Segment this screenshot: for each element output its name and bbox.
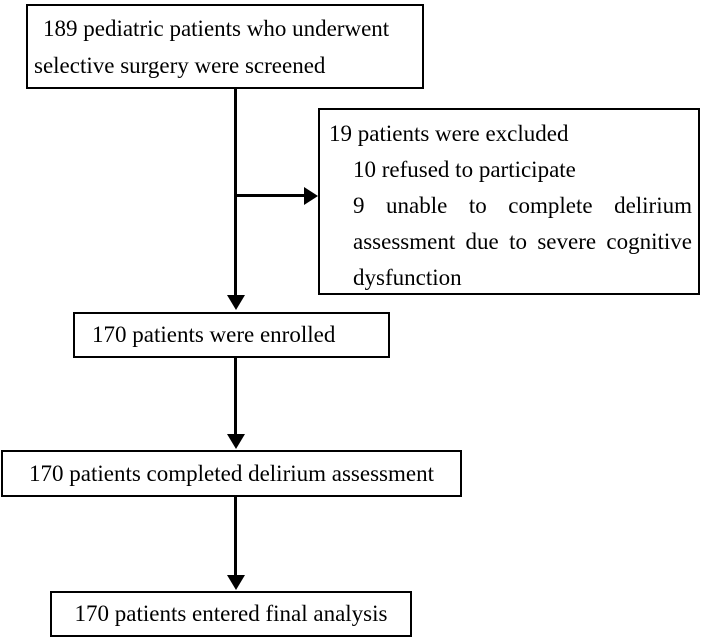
box-excluded-reason-refused: 10 refused to participate	[353, 157, 576, 182]
arrow-shaft	[234, 497, 237, 576]
box-excluded-title: 19 patients were excluded	[329, 121, 569, 146]
box-completed: 170 patients completed delirium assessme…	[1, 450, 462, 497]
box-excluded: 19 patients were excluded 10 refused to …	[318, 108, 700, 295]
box-screened: 189 pediatric patients who underwent sel…	[26, 4, 424, 89]
box-excluded-reason-unable: 9 unable to complete delirium assessment…	[353, 193, 692, 290]
arrow-shaft	[235, 194, 305, 197]
box-final-text: 170 patients entered final analysis	[74, 601, 388, 626]
box-enrolled-text: 170 patients were enrolled	[92, 322, 336, 347]
box-enrolled: 170 patients were enrolled	[73, 312, 390, 358]
box-screened-text: 189 pediatric patients who underwent sel…	[34, 16, 390, 78]
arrowhead-down-icon	[226, 295, 245, 310]
arrow-shaft	[234, 358, 237, 435]
arrow-shaft	[234, 89, 237, 296]
box-final: 170 patients entered final analysis	[50, 591, 412, 637]
arrowhead-down-icon	[226, 434, 245, 449]
box-completed-text: 170 patients completed delirium assessme…	[29, 460, 434, 486]
arrowhead-right-icon	[304, 186, 318, 205]
arrowhead-down-icon	[226, 575, 245, 590]
